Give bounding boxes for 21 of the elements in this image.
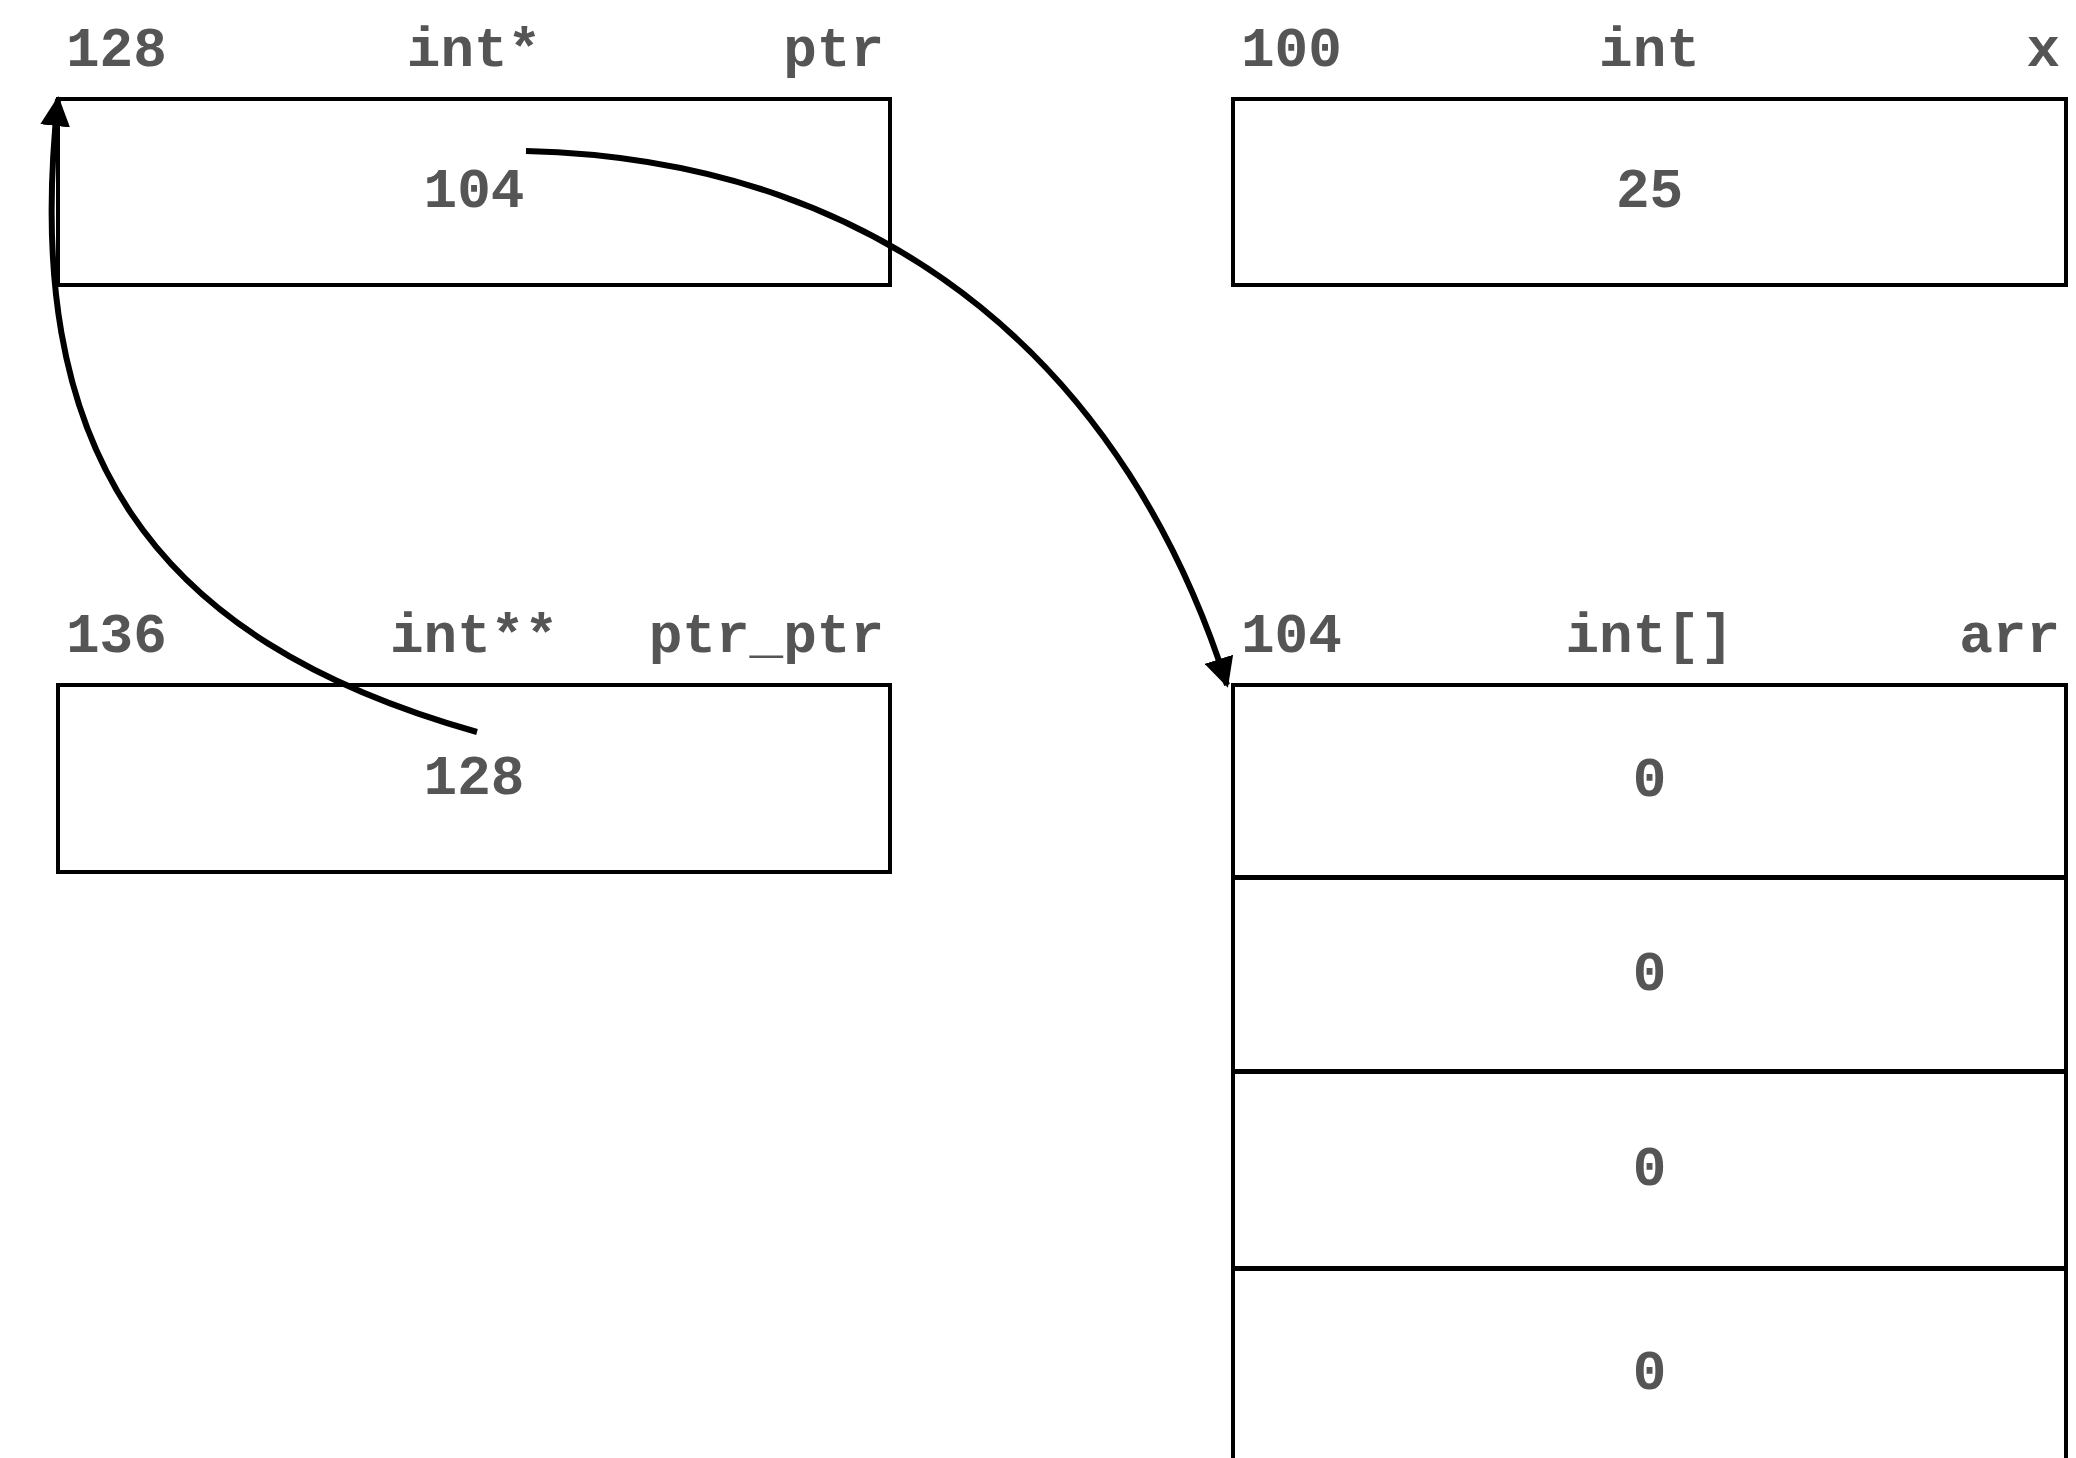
value-text: 0 [1632,946,1667,1003]
type-label: int[] [1565,609,1734,665]
type-label: int [1599,23,1700,79]
variable-name: ptr [783,23,884,79]
value-text: 0 [1632,1142,1667,1198]
address-label: 100 [1241,23,1342,79]
address-label: 136 [66,609,167,665]
value-text: 0 [1632,753,1667,809]
value-text: 25 [1615,164,1684,220]
value-text: 104 [423,164,525,220]
variable-name: x [2026,23,2060,79]
pointer-arrow [525,148,1232,688]
type-label: int** [390,609,558,665]
variable-name: ptr_ptr [648,609,884,665]
address-label: 128 [66,23,167,79]
variable-name: arr [1959,609,2060,665]
value-text: 0 [1632,1345,1667,1402]
value-text: 128 [423,750,525,807]
address-label: 104 [1241,609,1342,665]
pointer-arrow [41,96,478,735]
type-label: int* [406,23,542,79]
